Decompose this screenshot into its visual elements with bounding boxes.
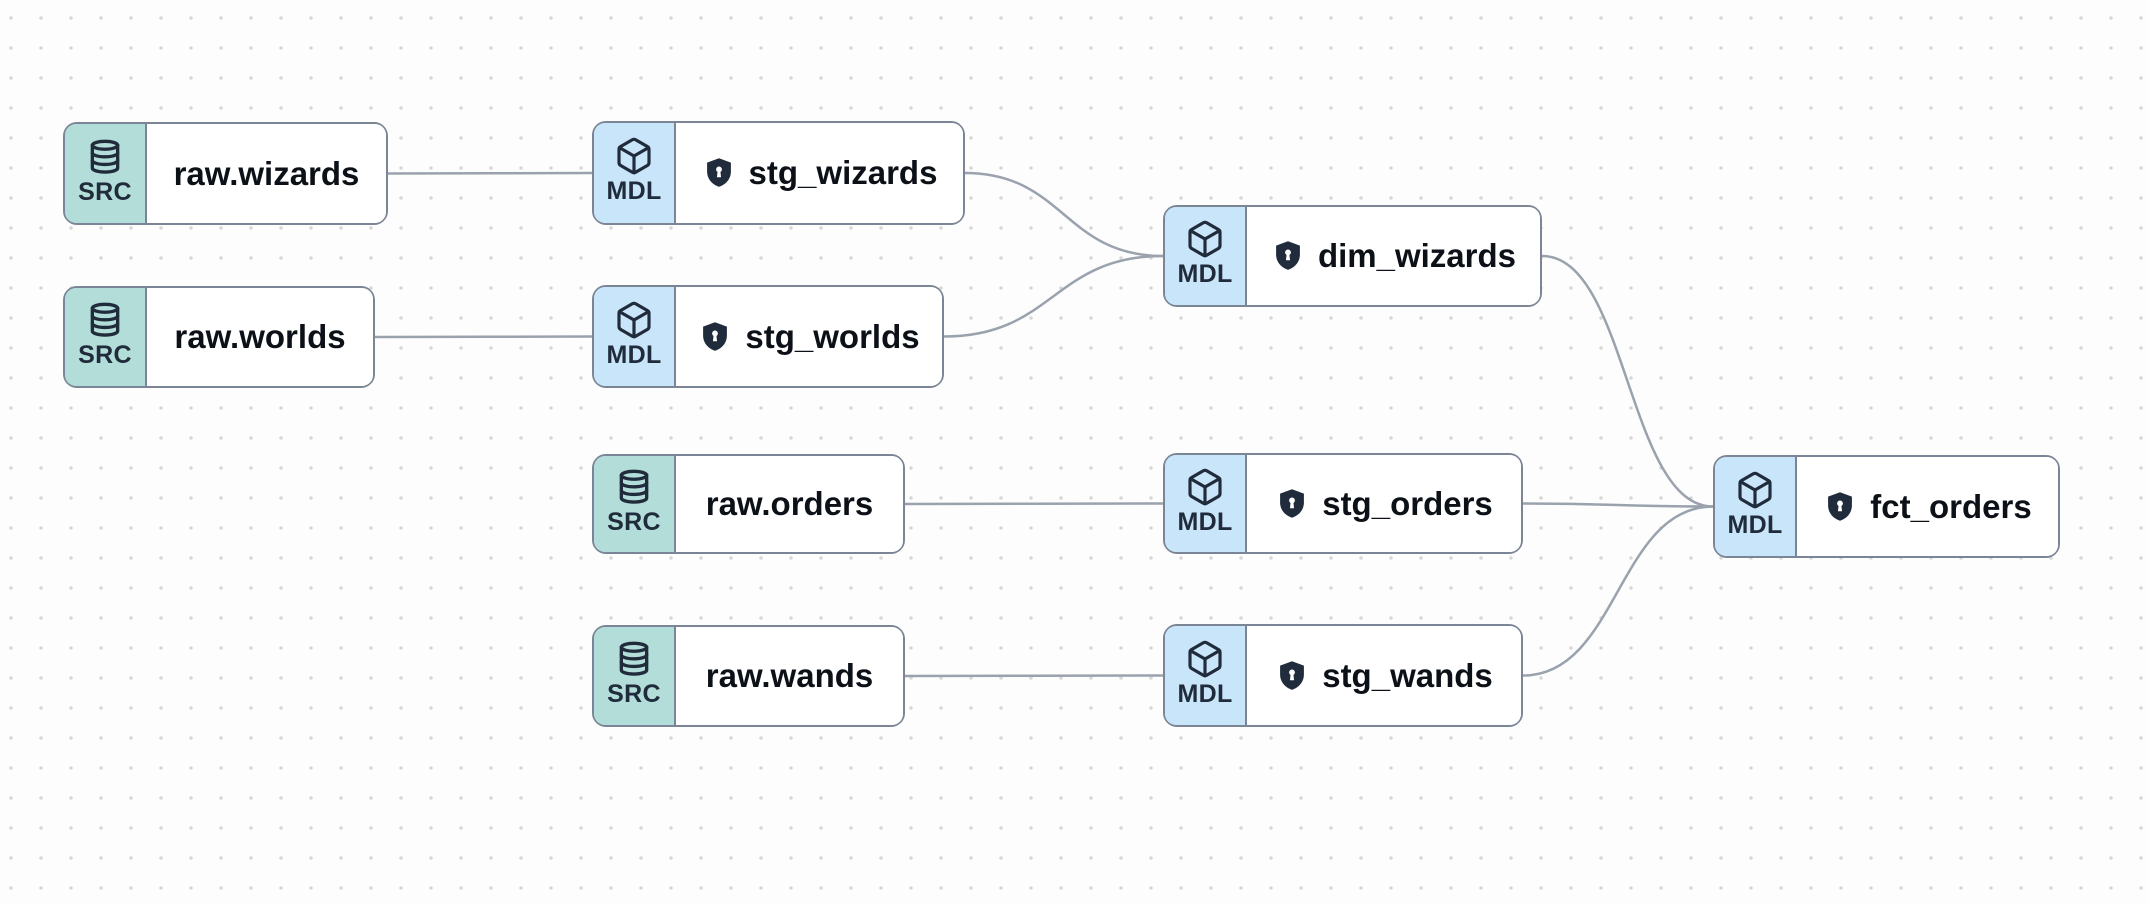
edge-stg_wizards-dim_wizards [964, 171, 1164, 258]
shield-icon [698, 320, 732, 354]
node-label: raw.worlds [174, 318, 346, 355]
cube-icon [1735, 470, 1775, 510]
node-label: stg_wizards [748, 154, 938, 191]
node-body: stg_orders [1247, 455, 1521, 552]
edge-raw_orders-stg_orders [904, 502, 1164, 506]
node-raw_wands[interactable]: SRC raw.wands [592, 625, 905, 727]
node-type-label: MDL [1177, 260, 1233, 288]
node-body: stg_worlds [676, 287, 942, 386]
cube-icon [1185, 639, 1225, 679]
edge-raw_worlds-stg_worlds [374, 335, 593, 339]
node-label: raw.orders [705, 485, 874, 522]
edge-stg_worlds-dim_wizards [943, 254, 1164, 338]
database-icon [615, 467, 653, 507]
node-type-label: MDL [1177, 679, 1233, 708]
node-stg_wands[interactable]: MDL stg_wands [1163, 624, 1523, 727]
edge-stg_wands-fct_orders [1522, 505, 1714, 677]
node-raw_worlds[interactable]: SRC raw.worlds [63, 286, 375, 388]
shield-icon [1271, 239, 1305, 273]
node-type-badge: SRC [65, 124, 147, 223]
edge-dim_wizards-fct_orders [1541, 254, 1714, 508]
node-label: stg_orders [1322, 484, 1493, 522]
node-raw_orders[interactable]: SRC raw.orders [592, 454, 905, 554]
node-type-badge: MDL [1715, 457, 1797, 556]
database-icon [615, 639, 653, 679]
node-label: fct_orders [1870, 487, 2032, 525]
node-label: stg_wands [1322, 656, 1493, 694]
node-label: raw.wizards [173, 154, 360, 192]
node-stg_wizards[interactable]: MDL stg_wizards [592, 121, 965, 225]
node-type-label: MDL [606, 340, 662, 369]
node-type-badge: MDL [594, 287, 676, 386]
node-type-label: SRC [78, 341, 132, 369]
node-stg_orders[interactable]: MDL stg_orders [1163, 453, 1523, 554]
node-type-label: SRC [78, 177, 132, 206]
edge-raw_wizards-stg_wizards [387, 171, 593, 175]
database-icon [86, 137, 124, 177]
node-type-label: MDL [1727, 510, 1783, 539]
node-dim_wizards[interactable]: MDL dim_wizards [1163, 205, 1542, 307]
cube-icon [1185, 467, 1225, 507]
node-fct_orders[interactable]: MDL fct_orders [1713, 455, 2060, 558]
shield-icon [1275, 487, 1309, 521]
node-label: raw.wands [705, 657, 874, 694]
node-stg_worlds[interactable]: MDL stg_worlds [592, 285, 944, 388]
node-body: raw.wizards [147, 124, 386, 223]
node-type-badge: MDL [1165, 455, 1247, 552]
database-icon [86, 300, 124, 340]
edge-raw_wands-stg_wands [904, 674, 1164, 678]
node-body: fct_orders [1797, 457, 2058, 556]
node-type-badge: SRC [65, 288, 147, 386]
node-body: stg_wizards [676, 123, 963, 223]
cube-icon [614, 136, 654, 176]
node-type-label: SRC [607, 680, 661, 708]
node-type-label: MDL [1177, 507, 1233, 536]
node-body: dim_wizards [1247, 207, 1540, 305]
node-type-badge: MDL [1165, 207, 1247, 305]
shield-icon [1823, 490, 1857, 524]
node-body: raw.orders [676, 456, 903, 552]
shield-icon [702, 156, 736, 190]
shield-icon [1275, 659, 1309, 693]
node-type-label: SRC [607, 508, 661, 536]
cube-icon [1185, 219, 1225, 259]
node-label: stg_worlds [745, 317, 920, 355]
node-raw_wizards[interactable]: SRC raw.wizards [63, 122, 388, 225]
node-body: stg_wands [1247, 626, 1521, 725]
cube-icon [614, 300, 654, 340]
node-type-badge: MDL [594, 123, 676, 223]
node-type-badge: SRC [594, 456, 676, 552]
node-body: raw.worlds [147, 288, 373, 386]
node-body: raw.wands [676, 627, 903, 725]
node-type-label: MDL [606, 177, 662, 205]
node-label: dim_wizards [1317, 237, 1517, 274]
node-type-badge: MDL [1165, 626, 1247, 725]
edge-stg_orders-fct_orders [1522, 502, 1714, 508]
node-type-badge: SRC [594, 627, 676, 725]
